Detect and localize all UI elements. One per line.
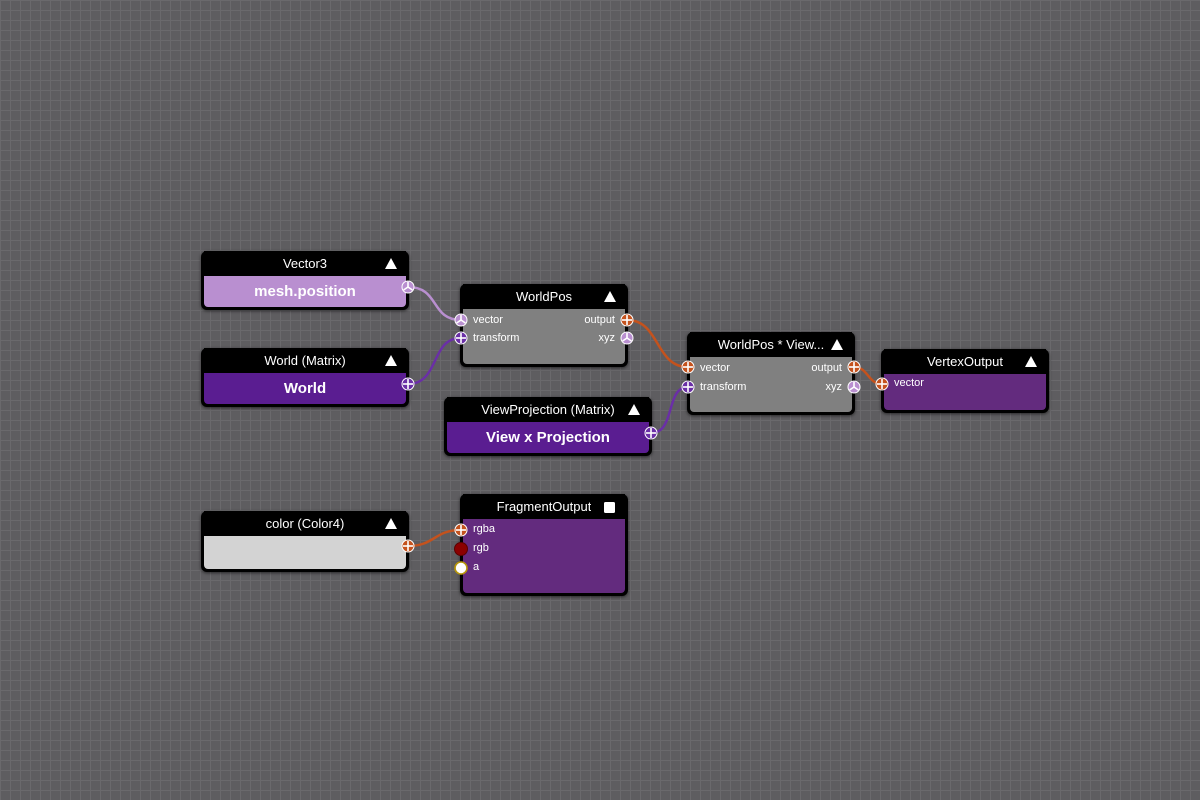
input-label-vector: vector [894, 377, 924, 389]
collapse-triangle-icon[interactable] [384, 517, 398, 530]
node-value-text: mesh.position [254, 283, 356, 300]
input-label-transform: transform [473, 332, 520, 344]
node-title: World (Matrix) [264, 353, 346, 368]
input-port-vector-icon[interactable] [875, 377, 889, 391]
node-title: ViewProjection (Matrix) [481, 402, 615, 417]
node-body: vector transform output xyz [690, 357, 852, 412]
output-port-output-icon[interactable] [847, 360, 861, 374]
output-label-xyz: xyz [825, 381, 843, 393]
input-label-a: a [473, 561, 480, 573]
node-title: WorldPos [515, 289, 573, 304]
node-value[interactable]: World [204, 373, 406, 404]
node-title: WorldPos * View... [717, 337, 825, 352]
output-label-output: output [584, 314, 615, 326]
input-label-vector: vector [700, 362, 730, 374]
input-port-rgb-icon[interactable] [454, 542, 468, 556]
output-label-output: output [811, 362, 842, 374]
output-port-vector3-icon[interactable] [401, 280, 415, 294]
output-port-output-icon[interactable] [620, 313, 634, 327]
output-label-xyz: xyz [598, 332, 616, 344]
node-header[interactable]: WorldPos [463, 284, 625, 309]
node-header[interactable]: ViewProjection (Matrix) [447, 397, 649, 422]
node-body: vector [884, 374, 1046, 410]
collapse-triangle-icon[interactable] [1024, 355, 1038, 368]
output-port-color4-icon[interactable] [401, 539, 415, 553]
node-title: Vector3 [282, 256, 328, 271]
node-value-text: World [283, 380, 327, 397]
node-body: rgba rgb a [463, 519, 625, 593]
collapse-triangle-icon[interactable] [627, 403, 641, 416]
input-port-transform-icon[interactable] [681, 380, 695, 394]
output-port-xyz-icon[interactable] [847, 380, 861, 394]
input-label-rgb: rgb [473, 542, 489, 554]
node-header[interactable]: VertexOutput [884, 349, 1046, 374]
node-title: FragmentOutput [496, 499, 592, 514]
node-title: color (Color4) [265, 516, 345, 531]
node-header[interactable]: color (Color4) [204, 511, 406, 536]
input-label-transform: transform [700, 381, 747, 393]
node-viewprojection-matrix[interactable]: ViewProjection (Matrix) View x Projectio… [444, 397, 658, 456]
output-port-xyz-icon[interactable] [620, 331, 634, 345]
collapse-square-icon[interactable] [603, 501, 617, 514]
node-value-text: View x Projection [486, 429, 610, 446]
node-header[interactable]: FragmentOutput [463, 494, 625, 519]
collapse-triangle-icon[interactable] [384, 257, 398, 270]
output-port-matrix-icon[interactable] [644, 426, 658, 440]
output-port-matrix-icon[interactable] [401, 377, 415, 391]
wire-worldpos-output-to-worldposview-vector [626, 318, 689, 369]
node-header[interactable]: WorldPos * View... [690, 332, 852, 357]
collapse-triangle-icon[interactable] [830, 338, 844, 351]
node-world-matrix[interactable]: World (Matrix) World [201, 348, 415, 407]
node-body: vector transform output xyz [463, 309, 625, 364]
node-value[interactable] [204, 536, 406, 569]
node-color4[interactable]: color (Color4) [201, 511, 415, 572]
input-label-vector: vector [473, 314, 503, 326]
node-fragment-output[interactable]: FragmentOutput rgba rgb a [454, 494, 628, 596]
input-port-vector-icon[interactable] [454, 313, 468, 327]
input-port-a-icon[interactable] [454, 561, 468, 575]
collapse-triangle-icon[interactable] [384, 354, 398, 367]
input-port-transform-icon[interactable] [454, 331, 468, 345]
node-vector3[interactable]: Vector3 mesh.position [201, 251, 415, 310]
node-worldpos[interactable]: WorldPos vector transform output xyz [454, 284, 634, 367]
node-title: VertexOutput [927, 354, 1003, 369]
node-header[interactable]: World (Matrix) [204, 348, 406, 373]
node-worldpos-view[interactable]: WorldPos * View... vector transform outp… [681, 332, 861, 415]
input-label-rgba: rgba [473, 523, 496, 535]
input-port-rgba-icon[interactable] [454, 523, 468, 537]
input-port-vector-icon[interactable] [681, 360, 695, 374]
node-header[interactable]: Vector3 [204, 251, 406, 276]
collapse-triangle-icon[interactable] [603, 290, 617, 303]
node-value[interactable]: mesh.position [204, 276, 406, 307]
node-value[interactable]: View x Projection [447, 422, 649, 453]
node-vertex-output[interactable]: VertexOutput vector [875, 349, 1049, 413]
